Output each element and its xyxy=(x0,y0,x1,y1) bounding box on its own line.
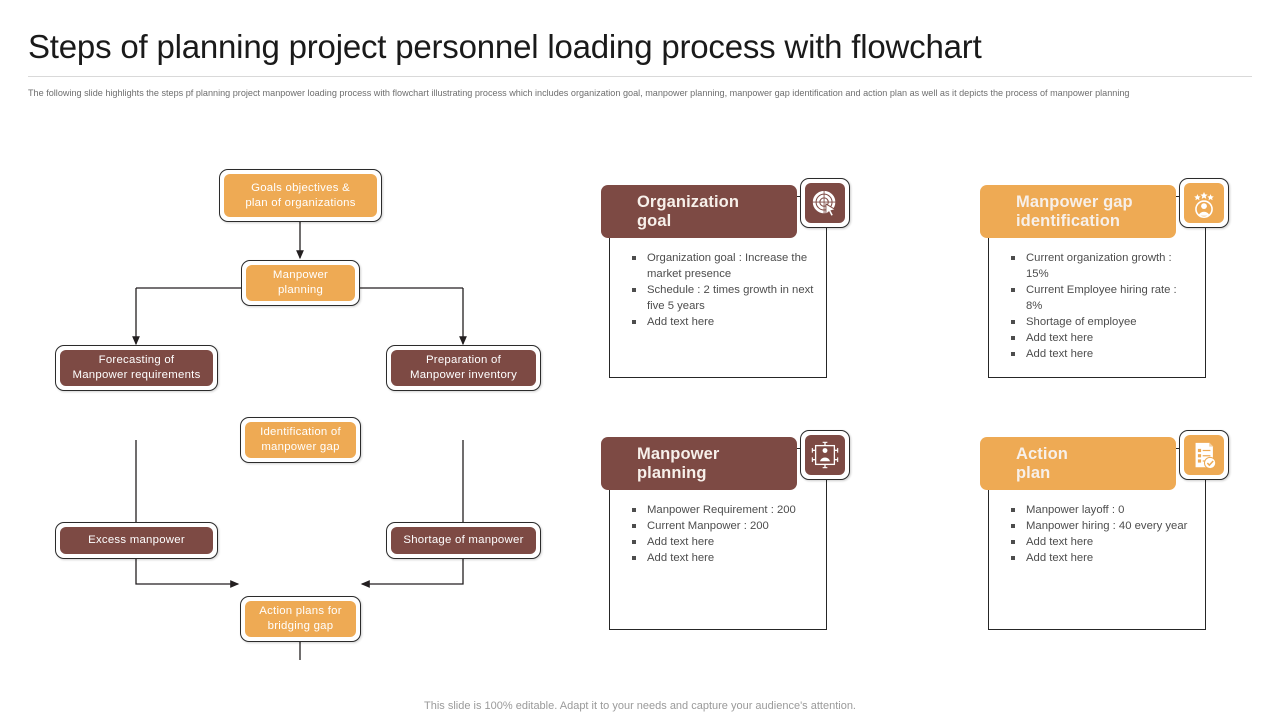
flow-node-goals-label: Goals objectives & plan of organizations xyxy=(224,174,377,217)
list-item: Manpower hiring : 40 every year xyxy=(1009,518,1195,534)
list-item: Current Employee hiring rate : 8% xyxy=(1009,282,1195,314)
flow-node-action-plans-label: Action plans for bridging gap xyxy=(245,601,356,637)
manpower-planning-flowchart: Goals objectives & plan of organizations… xyxy=(0,150,600,660)
list-item: Shortage of employee xyxy=(1009,314,1195,330)
card-organization-goal-body: Organization goal : Increase the market … xyxy=(610,197,826,340)
card-action-plan-body: Manpower layoff : 0 Manpower hiring : 40… xyxy=(989,449,1205,576)
flow-node-identification-label: Identification of manpower gap xyxy=(245,422,356,458)
target-cursor-icon xyxy=(800,178,850,228)
footer-note: This slide is 100% editable. Adapt it to… xyxy=(424,700,856,712)
flow-node-forecasting-label: Forecasting of Manpower requirements xyxy=(60,350,213,386)
card-manpower-gap-identification-title: Manpower gap identification xyxy=(1016,192,1133,230)
card-organization-goal[interactable]: Organization goal Organization goal : In… xyxy=(601,178,850,378)
card-manpower-planning[interactable]: Manpower planning xyxy=(601,430,850,630)
card-manpower-gap-identification[interactable]: Manpower gap identification Current orga… xyxy=(980,178,1229,378)
card-manpower-gap-identification-bullets: Current organization growth : 15% Curren… xyxy=(1009,250,1195,362)
flow-node-shortage-manpower-label: Shortage of manpower xyxy=(391,527,536,554)
card-manpower-planning-body: Manpower Requirement : 200 Current Manpo… xyxy=(610,449,826,576)
org-structure-icon-glyph xyxy=(811,441,839,469)
card-manpower-planning-header: Manpower planning xyxy=(601,437,797,490)
card-organization-goal-bullets: Organization goal : Increase the market … xyxy=(630,250,816,330)
page-subtitle: The following slide highlights the steps… xyxy=(28,88,1130,98)
person-stars-icon-glyph xyxy=(1194,191,1214,218)
list-item: Add text here xyxy=(1009,330,1195,346)
list-item: Add text here xyxy=(1009,550,1195,566)
checklist-document-icon-glyph xyxy=(1194,441,1217,470)
list-item: Add text here xyxy=(630,314,816,330)
flow-node-identification[interactable]: Identification of manpower gap xyxy=(240,417,361,463)
person-stars-icon xyxy=(1179,178,1229,228)
card-organization-goal-header: Organization goal xyxy=(601,185,797,238)
card-action-plan-bullets: Manpower layoff : 0 Manpower hiring : 40… xyxy=(1009,502,1195,566)
flow-node-preparation[interactable]: Preparation of Manpower inventory xyxy=(386,345,541,391)
flow-node-manpower-planning[interactable]: Manpower planning xyxy=(241,260,360,306)
list-item: Schedule : 2 times growth in next five 5… xyxy=(630,282,816,314)
flow-node-excess-manpower[interactable]: Excess manpower xyxy=(55,522,218,559)
card-manpower-gap-identification-header: Manpower gap identification xyxy=(980,185,1176,238)
card-manpower-planning-title: Manpower planning xyxy=(637,444,720,482)
list-item: Add text here xyxy=(1009,534,1195,550)
flow-node-goals[interactable]: Goals objectives & plan of organizations xyxy=(219,169,382,222)
flow-node-excess-manpower-label: Excess manpower xyxy=(60,527,213,554)
org-structure-icon xyxy=(800,430,850,480)
list-item: Manpower Requirement : 200 xyxy=(630,502,816,518)
card-action-plan[interactable]: Action plan Man xyxy=(980,430,1229,630)
title-divider xyxy=(28,76,1252,77)
flow-node-manpower-planning-label: Manpower planning xyxy=(246,265,355,301)
card-action-plan-header: Action plan xyxy=(980,437,1176,490)
flow-node-shortage-manpower[interactable]: Shortage of manpower xyxy=(386,522,541,559)
flowchart-connectors xyxy=(132,222,467,660)
list-item: Current organization growth : 15% xyxy=(1009,250,1195,282)
card-manpower-planning-bullets: Manpower Requirement : 200 Current Manpo… xyxy=(630,502,816,566)
list-item: Add text here xyxy=(1009,346,1195,362)
target-cursor-icon-glyph xyxy=(811,189,837,217)
list-item: Add text here xyxy=(630,550,816,566)
flow-node-forecasting[interactable]: Forecasting of Manpower requirements xyxy=(55,345,218,391)
card-manpower-gap-identification-body: Current organization growth : 15% Curren… xyxy=(989,197,1205,372)
card-action-plan-title: Action plan xyxy=(1016,444,1068,482)
list-item: Current Manpower : 200 xyxy=(630,518,816,534)
checklist-document-icon xyxy=(1179,430,1229,480)
list-item: Organization goal : Increase the market … xyxy=(630,250,816,282)
flow-node-preparation-label: Preparation of Manpower inventory xyxy=(391,350,536,386)
flow-node-action-plans[interactable]: Action plans for bridging gap xyxy=(240,596,361,642)
card-organization-goal-title: Organization goal xyxy=(637,192,740,230)
list-item: Manpower layoff : 0 xyxy=(1009,502,1195,518)
page-title: Steps of planning project personnel load… xyxy=(28,28,982,65)
list-item: Add text here xyxy=(630,534,816,550)
